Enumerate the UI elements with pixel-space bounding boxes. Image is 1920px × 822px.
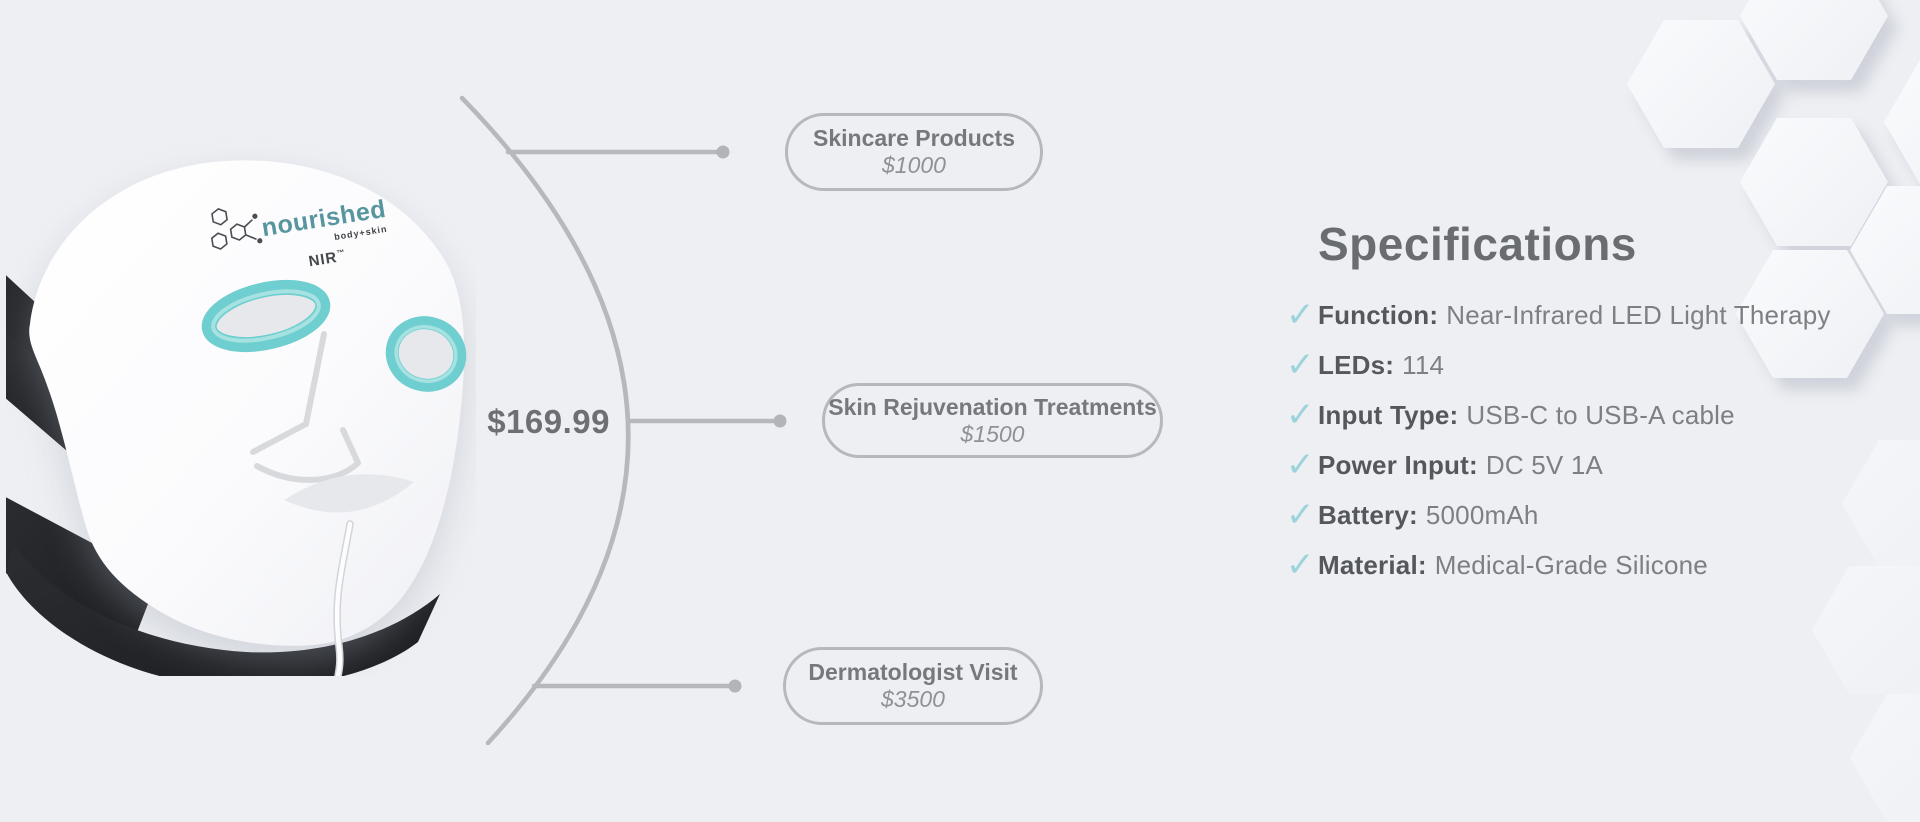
- hexagon-decoration: [1850, 694, 1920, 822]
- comparison-price: $1500: [960, 420, 1025, 447]
- check-icon: ✓: [1286, 346, 1315, 384]
- product-image-led-mask: nourished body+skin NIR™: [6, 160, 467, 676]
- check-icon: ✓: [1286, 496, 1315, 534]
- spec-row-battery: ✓ Battery:5000mAh: [1286, 496, 1846, 546]
- spec-text: Material:Medical-Grade Silicone: [1318, 550, 1708, 580]
- comparison-price: $3500: [881, 686, 945, 712]
- spec-row-power-input: ✓ Power Input:DC 5V 1A: [1286, 446, 1846, 496]
- check-icon: ✓: [1286, 446, 1315, 484]
- spec-row-material: ✓ Material:Medical-Grade Silicone: [1286, 546, 1846, 596]
- comparison-pill-skin-rejuvenation: Skin Rejuvenation Treatments $1500: [822, 383, 1163, 458]
- hexagon-decoration: [1627, 20, 1775, 148]
- comparison-pill-skincare-products: Skincare Products $1000: [785, 113, 1043, 191]
- hexagon-decoration: [1842, 440, 1920, 568]
- spec-row-input-type: ✓ Input Type:USB-C to USB-A cable: [1286, 396, 1846, 446]
- check-icon: ✓: [1286, 546, 1315, 584]
- promo-banner: nourished body+skin NIR™ $169.99 Skincar…: [6, 0, 1920, 822]
- brand-model: NIR™: [307, 248, 347, 271]
- spec-text: Battery:5000mAh: [1318, 500, 1539, 530]
- molecule-icon: [210, 207, 263, 250]
- specifications-section: Specifications ✓ Function:Near-Infrared …: [1286, 218, 1846, 596]
- comparison-pill-dermatologist-visit: Dermatologist Visit $3500: [783, 647, 1043, 725]
- spec-text: Input Type:USB-C to USB-A cable: [1318, 400, 1735, 430]
- check-icon: ✓: [1286, 296, 1315, 334]
- spec-row-leds: ✓ LEDs:114: [1286, 346, 1846, 396]
- hexagon-pattern: [1627, 0, 1920, 822]
- comparison-label: Skincare Products: [813, 125, 1015, 151]
- spec-row-function: ✓ Function:Near-Infrared LED Light Thera…: [1286, 296, 1846, 346]
- power-cable: [333, 520, 354, 676]
- product-price: $169.99: [487, 403, 610, 440]
- specifications-title: Specifications: [1318, 218, 1637, 270]
- comparison-label: Skin Rejuvenation Treatments: [828, 393, 1157, 420]
- mouth-opening: [284, 474, 414, 513]
- hexagon-decoration: [1884, 58, 1920, 186]
- mask-face-shell: [29, 160, 465, 646]
- spec-text: Power Input:DC 5V 1A: [1318, 450, 1604, 480]
- check-icon: ✓: [1286, 396, 1315, 434]
- comparison-price: $1000: [882, 152, 946, 178]
- eye-opening-left: [201, 280, 331, 352]
- comparison-label: Dermatologist Visit: [808, 659, 1018, 685]
- spec-text: LEDs:114: [1318, 350, 1445, 380]
- eye-opening-right: [385, 316, 467, 392]
- nose-contour: [250, 331, 361, 483]
- spec-text: Function:Near-Infrared LED Light Therapy: [1318, 300, 1831, 330]
